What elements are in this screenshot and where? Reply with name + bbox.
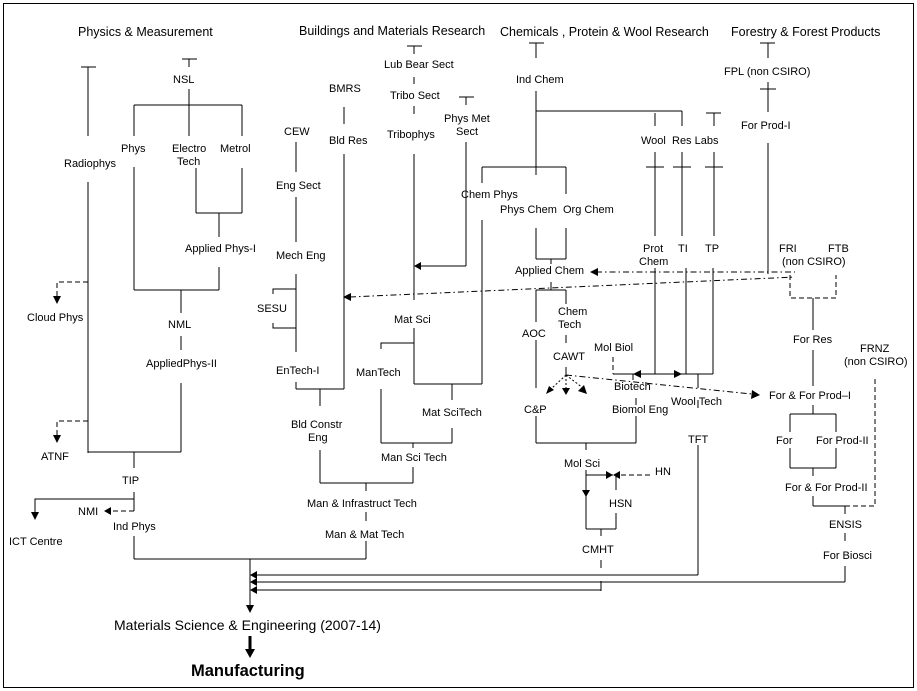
header-physics: Physics & Measurement <box>78 25 213 39</box>
node-biotech: Biotech <box>614 381 651 393</box>
node-ind-phys: Ind Phys <box>113 521 156 533</box>
node-phys: Phys <box>121 143 146 155</box>
node-man-mat-tech: Man & Mat Tech <box>325 529 404 541</box>
node-for-for-prod-i: For & For Prod–I <box>769 390 851 402</box>
node-chem-phys: Chem Phys <box>461 189 518 201</box>
node-applied-chem: Applied Chem <box>515 265 584 277</box>
node-bld-res: Bld Res <box>329 135 368 147</box>
node-tribo-sect: Tribo Sect <box>390 90 440 102</box>
header-forestry: Forestry & Forest Products <box>731 25 880 39</box>
node-for-biosci: For Biosci <box>823 550 872 562</box>
node-electro-tech-line1: Electro <box>172 143 206 155</box>
header-buildings: Buildings and Materials Research <box>299 24 485 38</box>
physics-connectors <box>31 58 366 560</box>
node-cloud-phys: Cloud Phys <box>27 312 84 324</box>
node-mech-eng: Mech Eng <box>276 250 326 262</box>
node-for-for-prod-ii: For & For Prod-II <box>785 482 868 494</box>
node-hn: HN <box>655 466 671 478</box>
node-phys-met-sect-line1: Phys Met <box>444 113 490 125</box>
diagram-border <box>3 3 914 688</box>
node-wool-tech: Wool Tech <box>671 396 722 408</box>
node-materials-science-engineering: Materials Science & Engineering (2007-14… <box>114 617 381 633</box>
node-biomol-eng: Biomol Eng <box>612 404 668 416</box>
node-cew: CEW <box>284 126 310 138</box>
node-hsn: HSN <box>609 498 632 510</box>
node-for-res: For Res <box>793 334 833 346</box>
node-nml: NML <box>168 319 191 331</box>
node-ensis: ENSIS <box>829 519 862 531</box>
node-fpl: FPL (non CSIRO) <box>724 66 810 78</box>
node-mantech: ManTech <box>356 367 401 379</box>
node-atnf: ATNF <box>41 451 69 463</box>
node-mol-biol: Mol Biol <box>594 342 633 354</box>
node-tft: TFT <box>688 434 708 446</box>
node-mat-scitech: Mat SciTech <box>422 407 482 419</box>
convergence-connectors <box>245 559 845 658</box>
node-prot-chem-line1: Prot <box>643 243 663 255</box>
node-entech-i: EnTech-I <box>276 365 319 377</box>
node-bmrs: BMRS <box>329 83 361 95</box>
node-ti: TI <box>678 243 688 255</box>
node-wool-res-labs-line1: Wool <box>641 135 666 147</box>
node-man-sci-tech: Man Sci Tech <box>381 452 447 464</box>
node-cp: C&P <box>524 404 547 416</box>
node-sesu: SESU <box>257 303 287 315</box>
node-ftb: FTB <box>828 243 849 255</box>
node-applied-phys-ii: AppliedPhys-II <box>146 358 217 370</box>
node-electro-tech-line2: Tech <box>177 156 200 168</box>
node-ind-chem: Ind Chem <box>516 74 564 86</box>
node-frnz-line1: FRNZ <box>860 343 890 355</box>
node-fri: FRI <box>779 243 797 255</box>
node-bld-constr-eng-line1: Bld Constr <box>291 419 343 431</box>
node-man-infrastruct-tech: Man & Infrastruct Tech <box>307 498 417 510</box>
buildings-connectors <box>272 45 483 559</box>
node-wool-res-labs-line2: Res Labs <box>672 135 719 147</box>
node-cmht: CMHT <box>582 544 614 556</box>
node-mol-sci: Mol Sci <box>564 458 600 470</box>
node-applied-phys-i: Applied Phys-I <box>185 243 256 255</box>
node-prot-chem-line2: Chem <box>639 256 668 268</box>
node-aoc: AOC <box>522 328 546 340</box>
node-tp: TP <box>705 243 719 255</box>
node-phys-met-sect-line2: Sect <box>456 126 478 138</box>
node-chem-tech-line1: Chem <box>558 306 587 318</box>
forestry-connectors <box>760 42 876 582</box>
node-for-prod-i: For Prod-I <box>741 120 791 132</box>
node-radiophys: Radiophys <box>64 158 116 170</box>
node-cawt: CAWT <box>553 351 585 363</box>
node-nsl: NSL <box>173 74 194 86</box>
node-frnz-line2: (non CSIRO) <box>844 356 908 368</box>
node-manufacturing: Manufacturing <box>191 662 305 680</box>
node-fri-ftb-non-csiro: (non CSIRO) <box>782 256 846 268</box>
node-for-prod-ii: For Prod-II <box>816 435 869 447</box>
node-metrol: Metrol <box>220 143 251 155</box>
node-for: For <box>776 435 793 447</box>
node-tribophys: Tribophys <box>387 129 435 141</box>
node-bld-constr-eng-line2: Eng <box>308 432 328 444</box>
node-eng-sect: Eng Sect <box>276 180 321 192</box>
node-mat-sci: Mat Sci <box>394 314 431 326</box>
node-org-chem: Org Chem <box>563 204 614 216</box>
header-chemicals: Chemicals , Protein & Wool Research <box>500 25 709 39</box>
node-phys-chem: Phys Chem <box>500 204 557 216</box>
chemicals-connectors <box>343 42 796 591</box>
node-nmi: NMI <box>78 506 98 518</box>
node-tip: TIP <box>122 475 139 487</box>
node-lub-bear-sect: Lub Bear Sect <box>384 59 454 71</box>
node-chem-tech-line2: Tech <box>558 319 581 331</box>
node-ict-centre: ICT Centre <box>9 536 63 548</box>
